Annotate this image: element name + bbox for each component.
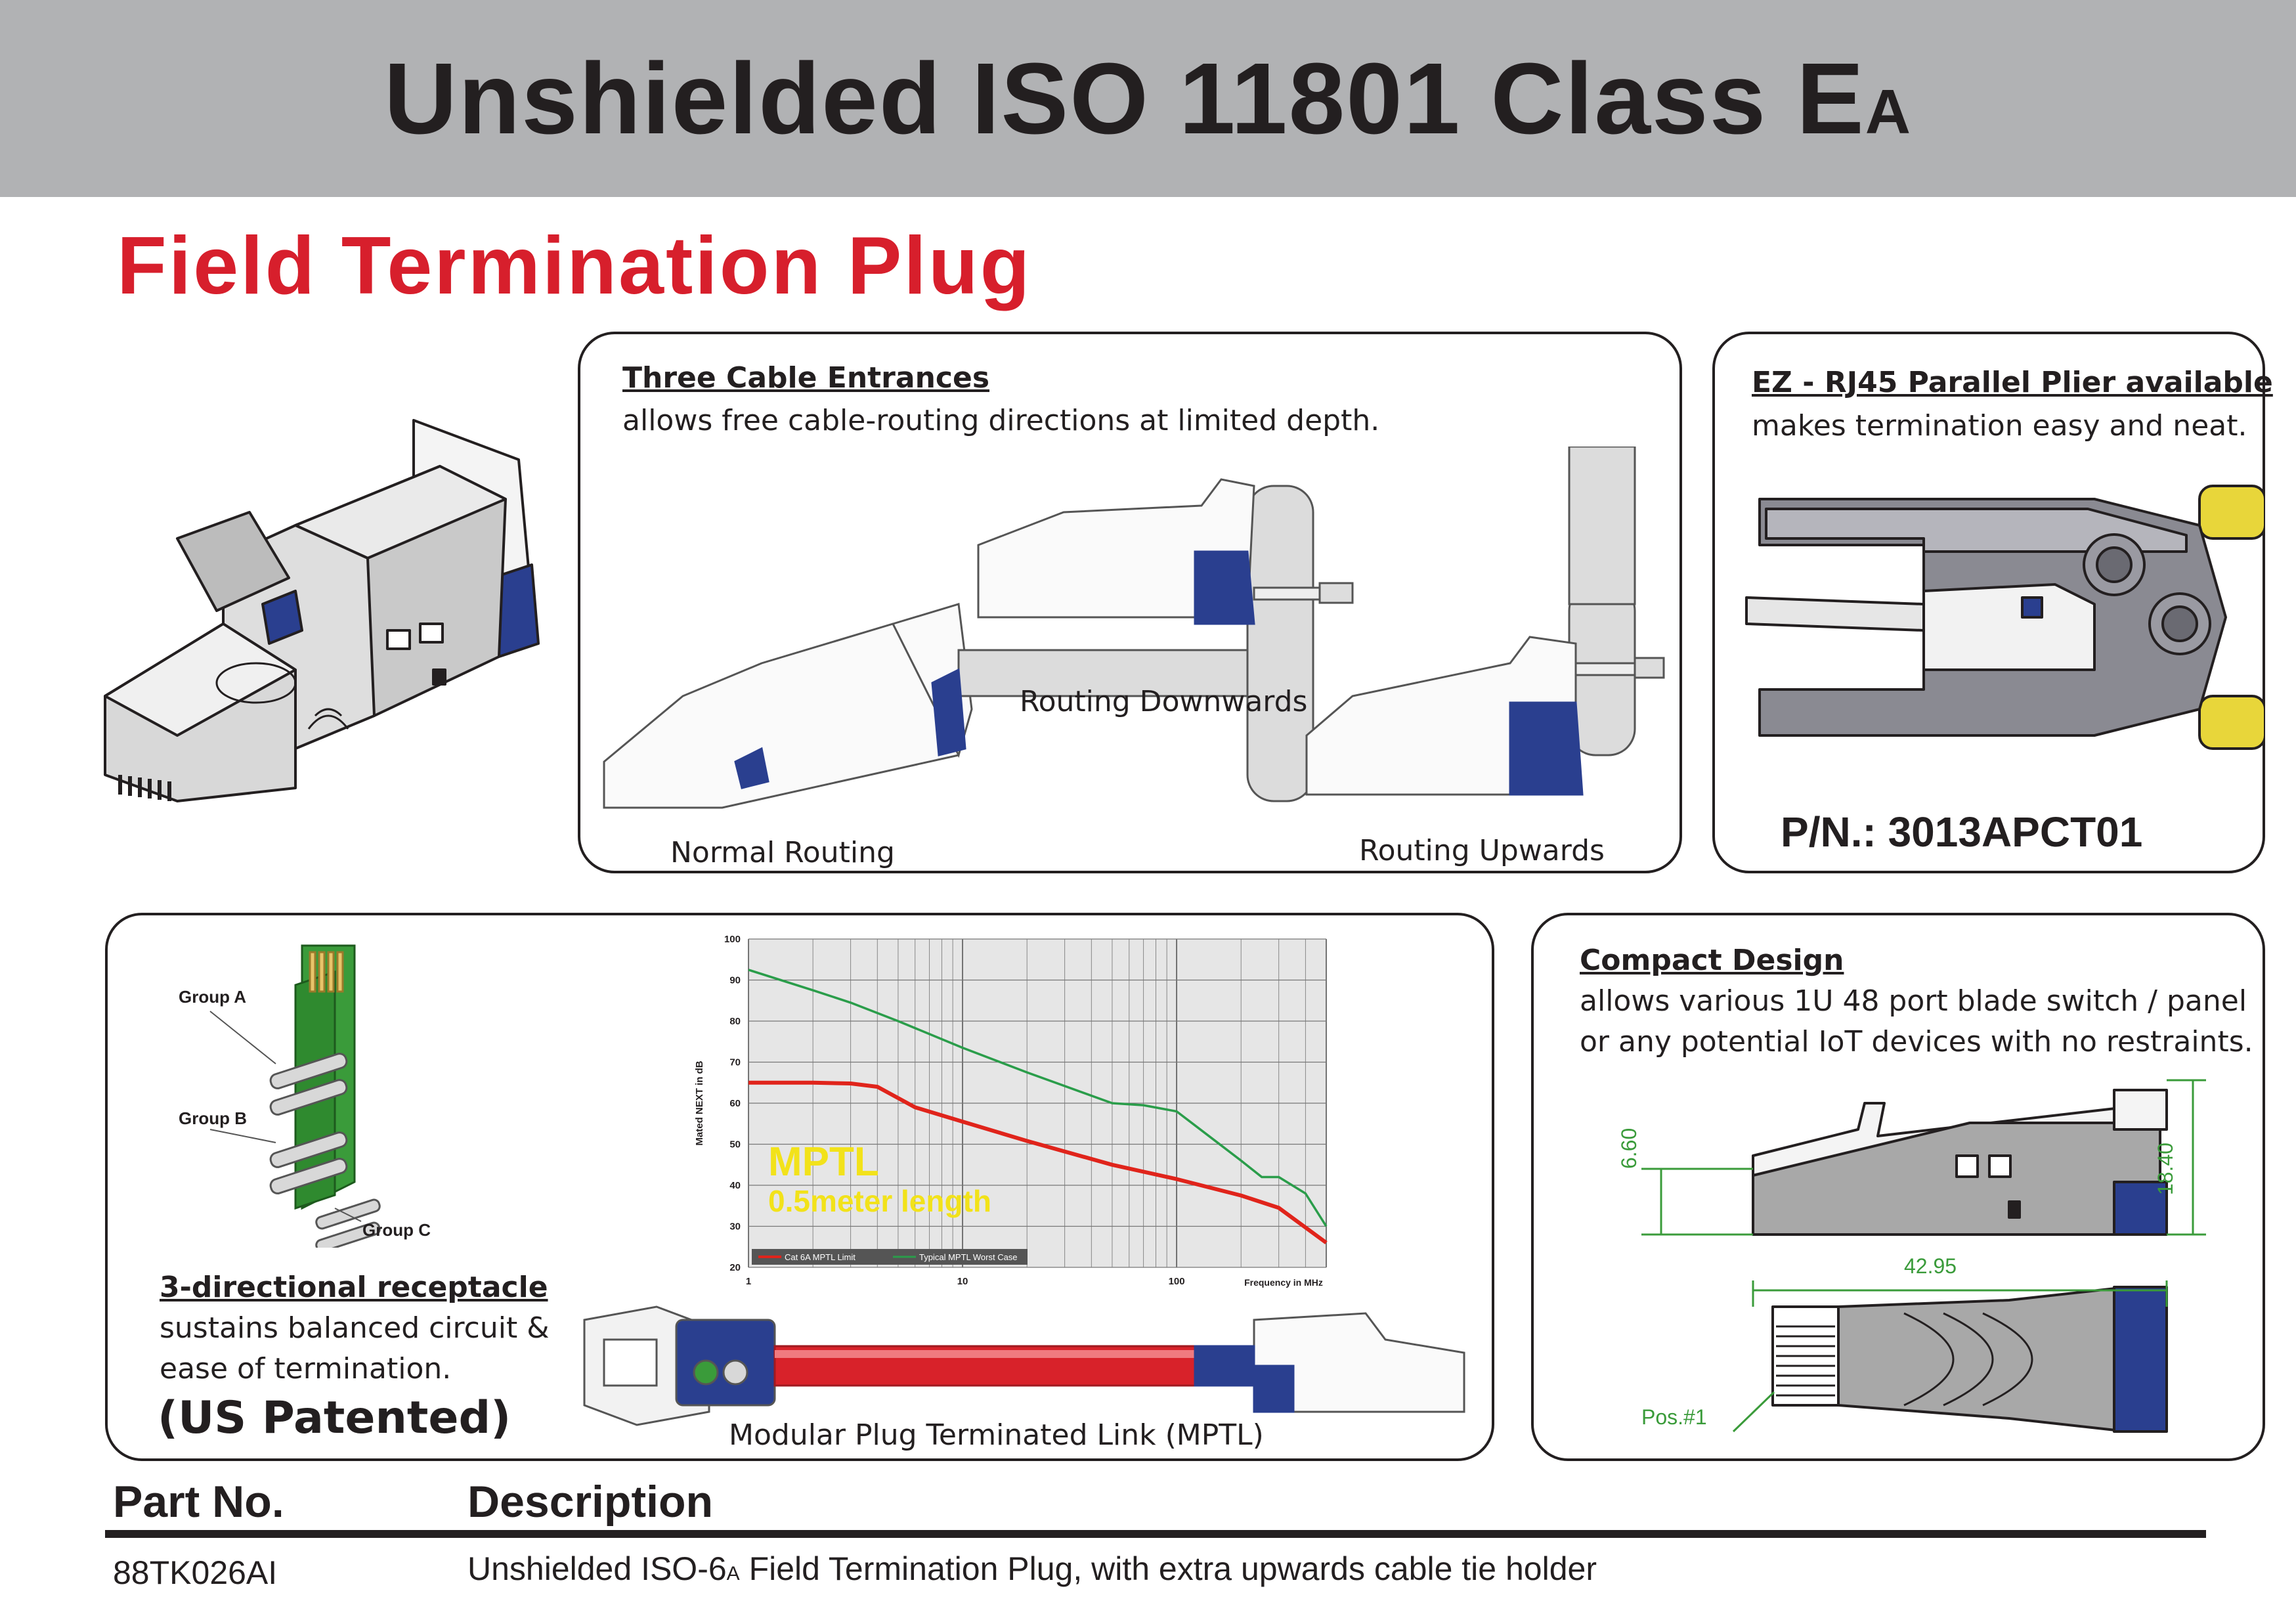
group-a-label: Group A xyxy=(179,987,247,1007)
y-tick-label: 80 xyxy=(729,1016,741,1027)
page-title: Unshielded ISO 11801 Class EA xyxy=(0,39,2296,171)
table-header-rule xyxy=(105,1530,2206,1538)
series-line-0 xyxy=(748,1080,1328,1244)
cable-entrances-heading: Three Cable Entrances xyxy=(622,361,990,395)
pos-label: Pos.#1 xyxy=(1641,1405,1707,1429)
group-b-label: Group B xyxy=(179,1108,247,1128)
y-tick-labels: 20 30 40 50 60 70 80 90 100 xyxy=(724,934,741,1273)
receptacle-pcb-image xyxy=(209,944,381,1248)
x-tick-label: 100 xyxy=(1169,1276,1185,1287)
legend-label-series-0: Cat 6A MPTL Limit xyxy=(785,1252,856,1262)
x-tick-label: 10 xyxy=(957,1276,968,1287)
col-header-description: Description xyxy=(467,1477,714,1527)
col-header-part: Part No. xyxy=(113,1477,284,1527)
part-number-cell: 88TK026AI xyxy=(113,1554,278,1591)
y-tick-label: 100 xyxy=(724,934,741,945)
y-tick-label: 50 xyxy=(729,1139,741,1150)
dim-height-large: 18.40 xyxy=(2154,1142,2177,1195)
receptacle-description-line1: sustains balanced circuit & xyxy=(160,1311,550,1345)
normal-routing-plug xyxy=(603,603,1301,809)
cable-entrances-description: allows free cable-routing directions at … xyxy=(622,404,1380,437)
x-axis-label: Frequency in MHz xyxy=(1244,1277,1323,1288)
legend-background xyxy=(752,1249,1028,1265)
compact-heading: Compact Design xyxy=(1580,944,1844,977)
cable-routing-illustrations xyxy=(603,447,1665,809)
description-cell: Unshielded ISO-6A Field Termination Plug… xyxy=(467,1550,1597,1588)
y-tick-label: 20 xyxy=(729,1262,741,1273)
description-text-sub: A xyxy=(726,1563,740,1585)
normal-routing-label: Normal Routing xyxy=(670,836,895,869)
y-axis-label: Mated NEXT in dB xyxy=(694,1060,705,1145)
routing-downwards-plug xyxy=(977,478,1354,802)
routing-upwards-plug xyxy=(1305,447,1665,796)
group-c-label: Group C xyxy=(362,1220,431,1240)
routing-downwards-label: Routing Downwards xyxy=(1020,685,1308,718)
dim-length: 42.95 xyxy=(1904,1254,1957,1278)
compact-description-line1: allows various 1U 48 port blade switch /… xyxy=(1580,984,2247,1018)
routing-upwards-label: Routing Upwards xyxy=(1359,834,1605,867)
compact-dimension-drawing xyxy=(1641,1079,2206,1433)
receptacle-heading: 3-directional receptacle xyxy=(160,1271,548,1304)
receptacle-description-line2: ease of termination. xyxy=(160,1352,452,1386)
description-text-pre: Unshielded ISO-6 xyxy=(467,1550,727,1587)
y-tick-label: 40 xyxy=(729,1180,741,1191)
legend-label-series-1: Typical MPTL Worst Case xyxy=(919,1252,1018,1262)
x-tick-label: 1 xyxy=(746,1276,751,1287)
page-title-main: Unshielded ISO 11801 Class E xyxy=(383,42,1865,155)
y-tick-label: 60 xyxy=(729,1098,741,1109)
table-row: 88TK026AI Unshielded ISO-6A Field Termin… xyxy=(0,1550,2296,1596)
hero-plug-image xyxy=(104,419,540,802)
dim-height-small: 6.60 xyxy=(1617,1127,1641,1169)
mptl-caption: Modular Plug Terminated Link (MPTL) xyxy=(729,1418,1264,1452)
product-title: Field Termination Plug xyxy=(117,221,1032,311)
mptl-illustration xyxy=(583,1305,1465,1426)
series-line-1 xyxy=(748,969,1328,1227)
y-tick-label: 30 xyxy=(729,1221,741,1233)
chart-series xyxy=(748,969,1328,1244)
description-text-post: Field Termination Plug, with extra upwar… xyxy=(739,1550,1597,1587)
plier-heading: EZ - RJ45 Parallel Plier available xyxy=(1752,366,2273,399)
header-band xyxy=(0,0,2296,197)
plier-image xyxy=(1745,485,2265,750)
plier-part-number: P/N.: 3013APCT01 xyxy=(1781,808,2143,856)
compact-description-line2: or any potential IoT devices with no res… xyxy=(1580,1025,2253,1059)
x-tick-labels: 1 10 100 xyxy=(746,1276,1185,1287)
mptl-overlay-length: 0.5meter length xyxy=(768,1184,991,1218)
page-title-subscript: A xyxy=(1865,77,1913,147)
y-tick-label: 90 xyxy=(729,975,741,986)
y-tick-label: 70 xyxy=(729,1057,741,1068)
patent-label: (US Patented) xyxy=(158,1392,511,1444)
mptl-overlay-title: MPTL xyxy=(768,1139,879,1185)
plier-description: makes termination easy and neat. xyxy=(1752,409,2247,443)
chart-legend: Cat 6A MPTL Limit Typical MPTL Worst Cas… xyxy=(752,1249,1028,1265)
